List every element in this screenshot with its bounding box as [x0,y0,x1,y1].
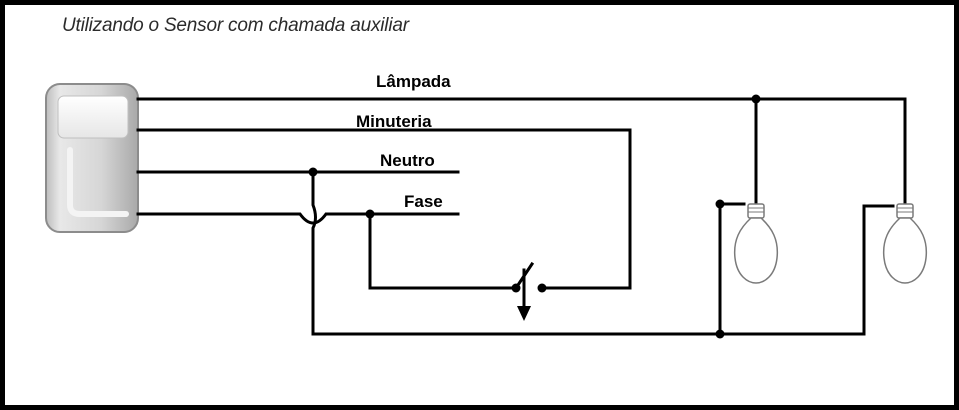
wire-label-neutro: Neutro [380,151,435,170]
bulb-icon [882,203,928,284]
junction-dots [308,94,761,339]
wire-fase [136,212,460,225]
wire-minuteria [136,128,632,290]
wires [136,97,907,336]
wire-fase-switch [368,212,518,290]
wire-label-fase: Fase [404,192,443,211]
wire-lampada [136,97,907,208]
bulb-icon [733,203,779,284]
switch-icon [511,283,547,321]
sensor-icon [45,83,139,233]
wire-label-lampada: Lâmpada [376,72,451,91]
diagram-title: Utilizando o Sensor com chamada auxiliar [62,15,409,36]
wire-neutro-return [311,170,895,336]
wire-label-minuteria: Minuteria [356,112,432,131]
